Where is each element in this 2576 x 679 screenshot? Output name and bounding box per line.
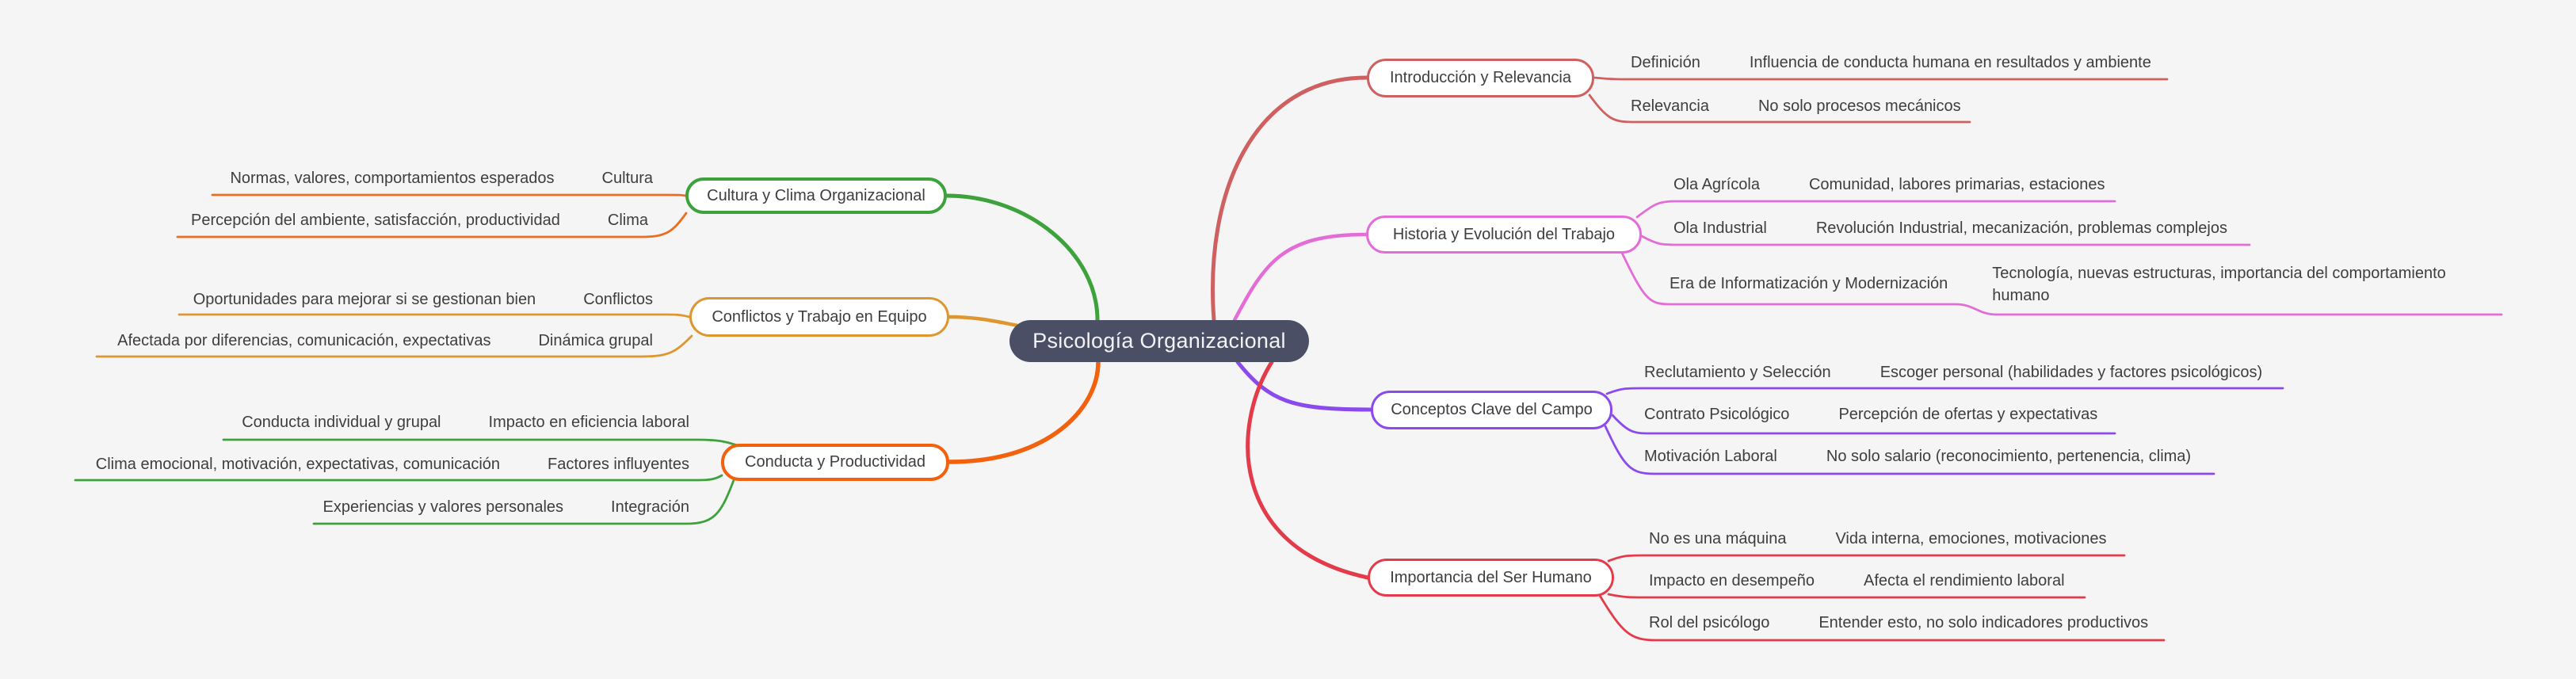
leaf-desc: Afectada por diferencias, comunicación, … <box>117 332 491 349</box>
root-node-label: Psicología Organizacional <box>1032 329 1286 353</box>
branch-node-conflictos[interactable]: Conflictos y Trabajo en Equipo <box>689 297 949 337</box>
leaf-label: Impacto en desempeño <box>1649 572 1815 589</box>
leaf-label: Cultura <box>601 170 653 187</box>
underline-conceptos-0 <box>1605 387 2284 395</box>
branch-label: Cultura y Clima Organizacional <box>707 186 925 204</box>
underline-conducta-0 <box>222 438 738 447</box>
leaf-desc: Revolución Industrial, mecanización, pro… <box>1815 219 2227 237</box>
leaf-conducta-factores[interactable]: Clima emocional, motivación, expectativa… <box>96 453 689 475</box>
leaf-importancia-desempeno[interactable]: Impacto en desempeño Afecta el rendimien… <box>1649 570 2065 592</box>
underline-introduccion-0 <box>1593 76 2169 81</box>
branch-node-cultura[interactable]: Cultura y Clima Organizacional <box>685 177 947 214</box>
leaf-label: Reclutamiento y Selección <box>1644 364 1831 381</box>
root-node[interactable]: Psicología Organizacional <box>1009 320 1309 362</box>
branch-label: Conducta y Productividad <box>745 453 925 471</box>
branch-node-conducta[interactable]: Conducta y Productividad <box>721 444 949 481</box>
leaf-desc: Tecnología, nuevas estructuras, importan… <box>1992 265 2446 304</box>
branch-label: Conceptos Clave del Campo <box>1391 401 1593 418</box>
leaf-desc: Normas, valores, comportamientos esperad… <box>230 170 555 187</box>
leaf-desc: Clima emocional, motivación, expectativa… <box>95 456 501 473</box>
link-importancia <box>1246 360 1370 580</box>
branch-node-introduccion[interactable]: Introducción y Relevancia <box>1367 59 1594 97</box>
link-conflictos <box>947 315 1028 330</box>
underline-conflictos-0 <box>177 313 691 319</box>
underline-importancia-1 <box>1607 593 2086 599</box>
leaf-label: Era de Informatización y Modernización <box>1670 275 1948 292</box>
leaf-desc: Vida interna, emociones, motivaciones <box>1835 530 2107 547</box>
leaf-label: Definición <box>1631 54 1700 71</box>
leaf-label: Relevancia <box>1631 97 1709 115</box>
leaf-desc: Escoger personal (habilidades y factores… <box>1880 364 2263 381</box>
underline-conceptos-2 <box>1604 425 2215 475</box>
leaf-introduccion-definicion[interactable]: Definición Influencia de conducta humana… <box>1631 51 2151 74</box>
underline-conflictos-1 <box>95 334 693 358</box>
leaf-desc: Percepción del ambiente, satisfacción, p… <box>191 212 560 229</box>
branch-label: Historia y Evolución del Trabajo <box>1392 225 1616 243</box>
leaf-introduccion-relevancia[interactable]: Relevancia No solo procesos mecánicos <box>1631 95 1961 117</box>
leaf-conceptos-contrato[interactable]: Contrato Psicológico Percepción de ofert… <box>1644 403 2097 425</box>
leaf-cultura-cultura[interactable]: Normas, valores, comportamientos esperad… <box>230 167 653 189</box>
branch-label: Importancia del Ser Humano <box>1390 568 1592 586</box>
leaf-label: Ola Industrial <box>1673 219 1767 237</box>
branch-node-conceptos[interactable]: Conceptos Clave del Campo <box>1371 391 1612 429</box>
leaf-label: Contrato Psicológico <box>1644 406 1790 423</box>
link-cultura <box>945 193 1100 322</box>
leaf-historia-ola-agricola[interactable]: Ola Agrícola Comunidad, labores primaria… <box>1673 174 2105 196</box>
underline-conducta-2 <box>312 479 735 525</box>
underline-importancia-2 <box>1597 593 2166 642</box>
underline-introduccion-1 <box>1588 93 1971 124</box>
leaf-label: Integración <box>611 498 689 516</box>
underline-cultura-1 <box>176 212 688 238</box>
branch-label: Introducción y Relevancia <box>1389 69 1571 86</box>
underline-conceptos-1 <box>1611 414 2116 435</box>
link-conducta <box>947 360 1101 464</box>
leaf-historia-ola-industrial[interactable]: Ola Industrial Revolución Industrial, me… <box>1673 217 2227 239</box>
leaf-conducta-impacto[interactable]: Conducta individual y grupal Impacto en … <box>242 411 689 433</box>
leaf-historia-era-informatizacion[interactable]: Era de Informatización y Modernización T… <box>1670 262 2467 307</box>
leaf-desc: Percepción de ofertas y expectativas <box>1838 406 2098 423</box>
leaf-label: Impacto en eficiencia laboral <box>488 414 689 431</box>
underline-conducta-1 <box>74 474 723 482</box>
leaf-label: Motivación Laboral <box>1644 448 1777 465</box>
underline-historia-2 <box>1620 250 2503 316</box>
branch-node-importancia[interactable]: Importancia del Ser Humano <box>1368 559 1614 597</box>
leaf-label: Rol del psicólogo <box>1649 614 1770 631</box>
leaf-desc: Influencia de conducta humana en resulta… <box>1749 54 2151 71</box>
underline-cultura-0 <box>211 193 687 197</box>
leaf-desc: Afecta el rendimiento laboral <box>1864 572 2065 589</box>
branch-node-historia[interactable]: Historia y Evolución del Trabajo <box>1366 216 1642 254</box>
leaf-label: Ola Agrícola <box>1673 176 1760 193</box>
leaf-conflictos-conflictos[interactable]: Oportunidades para mejorar si se gestion… <box>193 288 653 311</box>
leaf-label: Dinámica grupal <box>538 332 653 349</box>
link-conceptos <box>1235 360 1373 412</box>
leaf-desc: Entender esto, no solo indicadores produ… <box>1818 614 2149 631</box>
leaf-importancia-rol[interactable]: Rol del psicólogo Entender esto, no solo… <box>1649 612 2148 634</box>
leaf-conceptos-motivacion[interactable]: Motivación Laboral No solo salario (reco… <box>1644 445 2191 467</box>
leaf-desc: Oportunidades para mejorar si se gestion… <box>193 291 536 308</box>
underline-historia-0 <box>1635 200 2116 219</box>
link-historia <box>1232 232 1368 322</box>
underline-historia-1 <box>1640 235 2251 246</box>
leaf-desc: Conducta individual y grupal <box>242 414 441 431</box>
leaf-label: Clima <box>607 212 648 229</box>
leaf-conducta-integracion[interactable]: Experiencias y valores personales Integr… <box>323 496 689 518</box>
leaf-label: Conflictos <box>583 291 653 308</box>
leaf-label: Factores influyentes <box>548 456 689 473</box>
leaf-desc: Experiencias y valores personales <box>322 498 564 516</box>
leaf-desc: Comunidad, labores primarias, estaciones <box>1808 176 2105 193</box>
leaf-importancia-maquina[interactable]: No es una máquina Vida interna, emocione… <box>1649 528 2107 550</box>
leaf-conceptos-reclutamiento[interactable]: Reclutamiento y Selección Escoger person… <box>1644 361 2262 383</box>
link-introduccion <box>1211 75 1369 322</box>
branch-label: Conflictos y Trabajo en Equipo <box>712 307 927 326</box>
leaf-label: No es una máquina <box>1649 530 1787 547</box>
leaf-desc: No solo procesos mecánicos <box>1757 97 1961 115</box>
leaf-desc: No solo salario (reconocimiento, pertene… <box>1826 448 2192 465</box>
underline-importancia-0 <box>1607 554 2126 563</box>
leaf-cultura-clima[interactable]: Percepción del ambiente, satisfacción, p… <box>191 209 648 231</box>
leaf-conflictos-dinamica[interactable]: Afectada por diferencias, comunicación, … <box>117 330 653 352</box>
